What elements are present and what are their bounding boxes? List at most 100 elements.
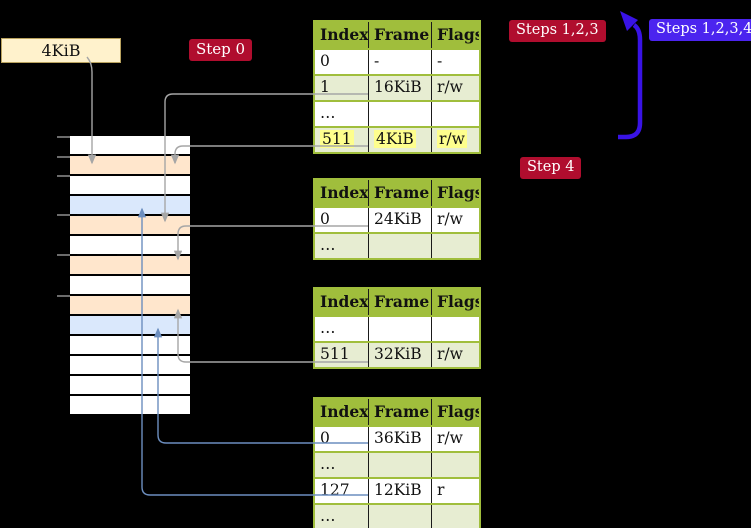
table-cell: 511 [315,128,369,152]
header-index: Index [315,289,369,315]
cell-text: 4KiB [374,130,416,148]
cell-text: 511 [320,345,350,363]
memory-frame-row-white [70,176,190,194]
cell-text: - [437,52,443,70]
cell-text: r [437,481,445,499]
header-frame: Frame [369,180,432,206]
table-row: … [315,232,479,258]
cell-text: 0 [320,210,330,228]
cell-text: … [320,104,336,122]
table-cell: 12KiB [369,479,432,503]
table-row: … [315,451,479,477]
table-cell [369,317,432,341]
header-frame: Frame [369,399,432,425]
cell-text: … [320,455,336,473]
table-cell [432,453,479,477]
header-flags: Flags [437,25,479,44]
memory-frame-row-blue [70,316,190,334]
cell-text: r/w [437,345,463,363]
page-size-box: 4KiB [1,38,121,63]
header-flags: Flags [437,292,479,311]
memory-frame-row-peach [70,296,190,314]
cell-text: … [320,507,336,525]
table-cell: 24KiB [369,208,432,232]
table-cell: r/w [432,427,479,451]
thick-loop-arrow-head [620,11,638,31]
memory-frame-row-white [70,396,190,414]
header-flags: Flags [437,183,479,202]
header-frame: Frame [369,22,432,48]
table-cell: 0 [315,50,369,74]
badge-step-4: Step 4 [520,157,582,179]
physical-memory-stack [70,136,190,416]
table-cell [369,234,432,258]
header-frame: Frame [369,289,432,315]
table-cell [432,234,479,258]
cell-text: … [320,236,336,254]
table-cell [432,317,479,341]
memory-frame-row-white [70,276,190,294]
table-cell [432,102,479,126]
table-cell: … [315,102,369,126]
table-cell: r/w [432,343,479,367]
table-cell: r/w [432,128,479,152]
table-cell: 0 [315,427,369,451]
badge-steps-1-2-3: Steps 1,2,3 [509,20,606,42]
table-row: 127 12KiB r [315,477,479,503]
thick-loop-arrow-shaft [618,23,643,140]
memory-frame-row-white [70,136,190,154]
table-cell: - [369,50,432,74]
table-row: 511 32KiB r/w [315,341,479,367]
table-cell [369,102,432,126]
memory-frame-row-peach [70,216,190,234]
table-cell: 16KiB [369,76,432,100]
table-cell: r [432,479,479,503]
header-index: Index [315,399,369,425]
badge-step-0: Step 0 [189,39,253,61]
memory-frame-row-white [70,356,190,374]
table-cell: … [315,234,369,258]
cell-text: r/w [437,429,463,447]
header-index: Index [315,180,369,206]
table-cell: 1 [315,76,369,100]
table-cell [369,453,432,477]
table-row: … [315,315,479,341]
table-cell: 511 [315,343,369,367]
table-cell: … [315,505,369,528]
badge-steps-1-2-3-4: Steps 1,2,3,4 [649,19,751,41]
cell-text: 36KiB [374,429,422,447]
memory-frame-row-peach [70,156,190,174]
table-row: … [315,100,479,126]
table-cell: 36KiB [369,427,432,451]
cell-text: 127 [320,481,350,499]
table-row: 511 4KiB r/w [315,126,479,152]
table-cell: … [315,317,369,341]
memory-frame-row-peach [70,256,190,274]
cell-text: 24KiB [374,210,422,228]
table-cell: 4KiB [369,128,432,152]
address-tick-marks [57,136,70,297]
cell-text: 0 [320,429,330,447]
cell-text: 16KiB [374,78,422,96]
table-cell [432,505,479,528]
memory-frame-row-blue [70,196,190,214]
header-flags: Flags [437,402,479,421]
cell-text: 0 [320,52,330,70]
header-index: Index [315,22,369,48]
table-cell: 32KiB [369,343,432,367]
table-cell: - [432,50,479,74]
cell-text: 32KiB [374,345,422,363]
memory-frame-row-white [70,236,190,254]
table-row: 0 -- [315,48,479,74]
table-row: 0 36KiB r/w [315,425,479,451]
table-cell: 0 [315,208,369,232]
cell-text: 511 [320,130,354,148]
